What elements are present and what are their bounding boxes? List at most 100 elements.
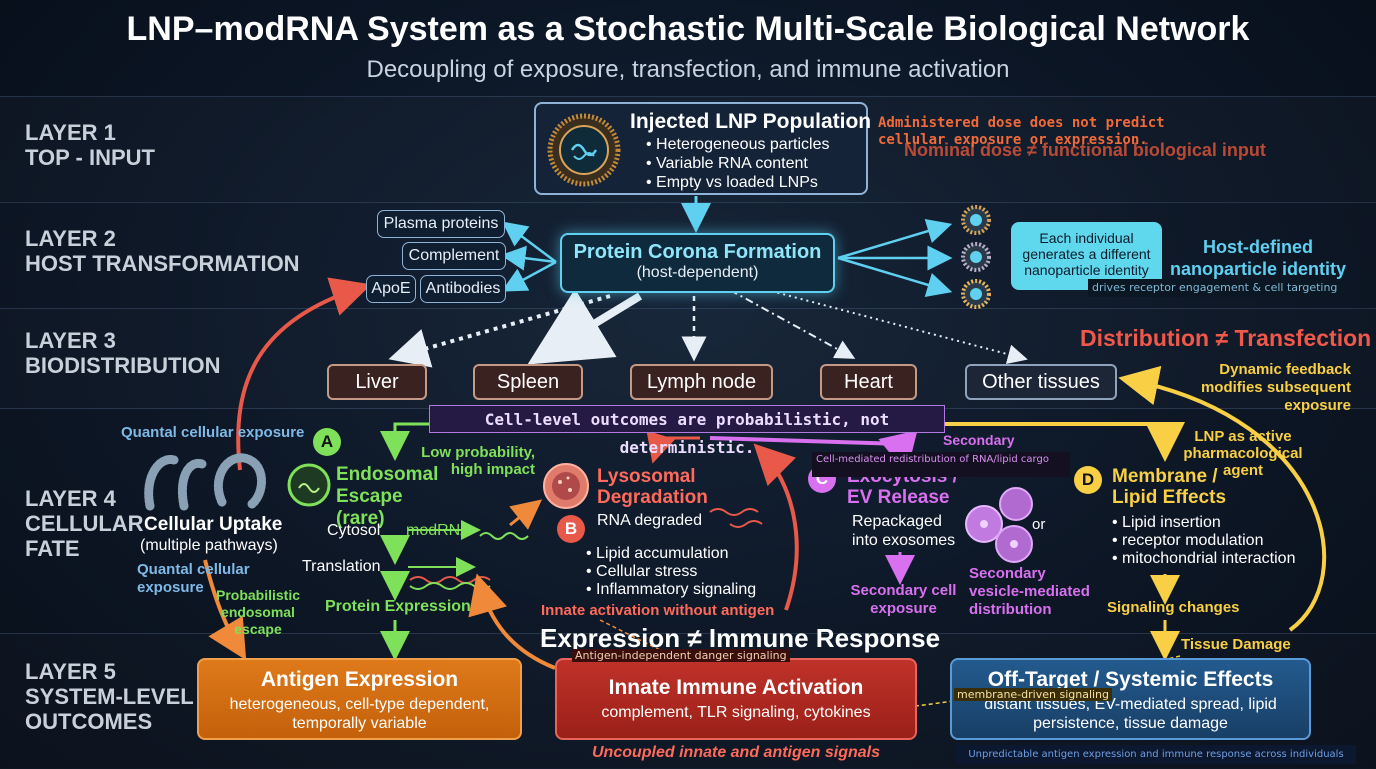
layer-band-3 — [0, 308, 1376, 409]
nanoparticle-variants-icon — [961, 205, 991, 309]
lnp-active-agent: LNP as active pharmacological agent — [1183, 428, 1303, 479]
tissue-spleen: Spleen — [473, 364, 583, 400]
antigen-subtitle: heterogeneous, cell-type dependent, temp… — [229, 696, 490, 732]
innate-subtitle: complement, TLR signaling, cytokines — [601, 704, 871, 721]
layer-2-label: LAYER 2 HOST TRANSFORMATION — [25, 226, 300, 276]
membrane-bullet: Lipid insertion — [1112, 514, 1295, 532]
membrane-title: Membrane / Lipid Effects — [1112, 466, 1227, 508]
probabilistic-escape: Probabilistic endosomal escape — [215, 587, 301, 637]
lysosome-bullet: Cellular stress — [586, 563, 756, 581]
layer-band-2 — [0, 202, 1376, 308]
uncoupled-note: Uncoupled innate and antigen signals — [591, 744, 881, 761]
protein-plasma: Plasma proteins — [377, 210, 505, 238]
layer-4-label: LAYER 4 CELLULAR FATE — [25, 486, 144, 561]
lysosome-bullets: Lipid accumulation Cellular stress Infla… — [586, 545, 756, 599]
layer-5-number: LAYER 5 — [25, 659, 116, 684]
layer-2-name: HOST TRANSFORMATION — [25, 251, 300, 276]
identity-title: Host-defined nanoparticle identity — [1169, 237, 1347, 279]
secondary-vesicle-distribution: Secondary vesicle-mediated distribution — [969, 565, 1090, 618]
layer-3-label: LAYER 3 BIODISTRIBUTION — [25, 328, 221, 378]
lysosome-icon — [543, 463, 589, 509]
layer-3-name: BIODISTRIBUTION — [25, 353, 221, 378]
quantal-exposure-bottom: Quantal cellular exposure — [137, 561, 250, 596]
signaling-changes: Signaling changes — [1107, 599, 1240, 616]
layer-1-name: TOP - INPUT — [25, 145, 155, 170]
lysosome-badge: B — [557, 515, 585, 543]
identity-box: Each individual generates a different na… — [1011, 222, 1162, 290]
layer-5-label: LAYER 5 SYSTEM-LEVEL OUTCOMES — [25, 659, 194, 734]
innate-title: Innate Immune Activation — [608, 676, 864, 699]
corona-box: Protein Corona Formation (host-dependent… — [560, 233, 835, 293]
input-bullet: Heterogeneous particles — [646, 135, 829, 154]
lysosome-bullet: Inflammatory signaling — [586, 581, 756, 599]
rna-degraded-label: RNA degraded — [597, 512, 702, 529]
layer-3-number: LAYER 3 — [25, 328, 116, 353]
layer-1-number: LAYER 1 — [25, 120, 116, 145]
antigen-title: Antigen Expression — [260, 668, 459, 691]
protein-antibodies: Antibodies — [420, 275, 506, 303]
or-label: or — [1032, 516, 1046, 533]
layer-band-1 — [0, 96, 1376, 202]
page-title: LNP–modRNA System as a Stochastic Multi-… — [126, 10, 1250, 48]
lnp-particle-icon — [547, 113, 621, 187]
page-subtitle: Decoupling of exposure, transfection, an… — [366, 56, 1010, 83]
escape-title: Endosomal Escape (rare) — [336, 464, 439, 529]
quantal-exposure-top: Quantal cellular exposure — [121, 424, 305, 441]
corona-subtitle: (host-dependent) — [636, 264, 759, 281]
innate-danger-note: Antigen-independent danger signaling — [572, 649, 790, 662]
corona-title: Protein Corona Formation — [573, 241, 822, 263]
secondary-cell-exposure: Secondary cell exposure — [850, 582, 957, 617]
endosome-icon — [287, 463, 331, 507]
membrane-signaling-note: membrane-driven signaling — [954, 688, 1113, 701]
cell-mediated-note: Cell-mediated redistribution of RNA/lipi… — [812, 452, 1070, 477]
input-note-behind: Nominal dose ≠ functional biological inp… — [904, 140, 1266, 160]
input-bullet: Variable RNA content — [646, 154, 829, 173]
input-bullet: Empty vs loaded LNPs — [646, 173, 829, 192]
distribution-headline: Distribution ≠ Transfection — [1080, 325, 1372, 351]
translation-label: Translation — [302, 558, 381, 575]
input-note: Administered dose does not predict cellu… — [878, 115, 1165, 148]
uptake-subtitle: (multiple pathways) — [140, 537, 278, 554]
layer-4-name: CELLULAR — [25, 511, 144, 536]
protein-complement: Complement — [402, 242, 506, 270]
endocytosis-vesicles-icon — [144, 453, 266, 511]
footer-note: Unpredictable antigen expression and imm… — [956, 745, 1356, 764]
membrane-bullets: Lipid insertion receptor modulation mito… — [1112, 514, 1295, 568]
low-probability-note: Low probability, high impact — [421, 444, 535, 478]
tissue-heart: Heart — [820, 364, 917, 400]
escape-badge: A — [313, 428, 341, 456]
expression-vs-immune: Expression ≠ Immune Response — [540, 623, 941, 653]
protein-expression-label: Protein Expression — [325, 598, 471, 615]
input-lnp-box: Injected LNP Population Heterogeneous pa… — [534, 102, 872, 195]
input-title: Injected LNP Population — [630, 110, 872, 133]
exosome-icon — [965, 487, 1033, 563]
antigen-expression-box: Antigen Expression heterogeneous, cell-t… — [197, 658, 522, 740]
tissue-other: Other tissues — [965, 364, 1117, 400]
layer-2-number: LAYER 2 — [25, 226, 116, 251]
repackaged-label: Repackaged into exosomes — [852, 513, 956, 549]
input-bullets: Heterogeneous particles Variable RNA con… — [646, 135, 829, 192]
layer-1-label: LAYER 1 TOP - INPUT — [25, 120, 155, 170]
offtarget-title: Off-Target / Systemic Effects — [987, 668, 1274, 691]
layer-5-name: SYSTEM-LEVEL — [25, 684, 194, 709]
membrane-badge: D — [1074, 466, 1102, 494]
modrna-label: modRNA — [406, 522, 471, 539]
feedback-note: Dynamic feedback modifies subsequent exp… — [1200, 361, 1351, 414]
innate-immune-box: Innate Immune Activation complement, TLR… — [555, 658, 917, 740]
membrane-bullet: receptor modulation — [1112, 532, 1295, 550]
tissue-liver: Liver — [327, 364, 427, 400]
innate-without-antigen: Innate activation without antigen — [541, 602, 775, 619]
layer-5-name-2: OUTCOMES — [25, 709, 153, 734]
lysosome-bullet: Lipid accumulation — [586, 545, 756, 563]
protein-apoe: ApoE — [366, 275, 416, 303]
tissue-damage: Tissue Damage — [1181, 636, 1291, 653]
identity-note: drives receptor engagement & cell target… — [1088, 279, 1350, 297]
cytosol-label: Cytosol — [327, 522, 381, 539]
membrane-bullet: mitochondrial interaction — [1112, 550, 1295, 568]
uptake-title: Cellular Uptake — [144, 514, 283, 535]
layer-4-number: LAYER 4 — [25, 486, 116, 511]
lysosome-title: Lysosomal Degradation — [597, 466, 708, 508]
layer-4-name-2: FATE — [25, 536, 80, 561]
layer-band-5 — [0, 633, 1376, 769]
cellular-banner: Cell-level outcomes are probabilistic, n… — [429, 405, 945, 457]
